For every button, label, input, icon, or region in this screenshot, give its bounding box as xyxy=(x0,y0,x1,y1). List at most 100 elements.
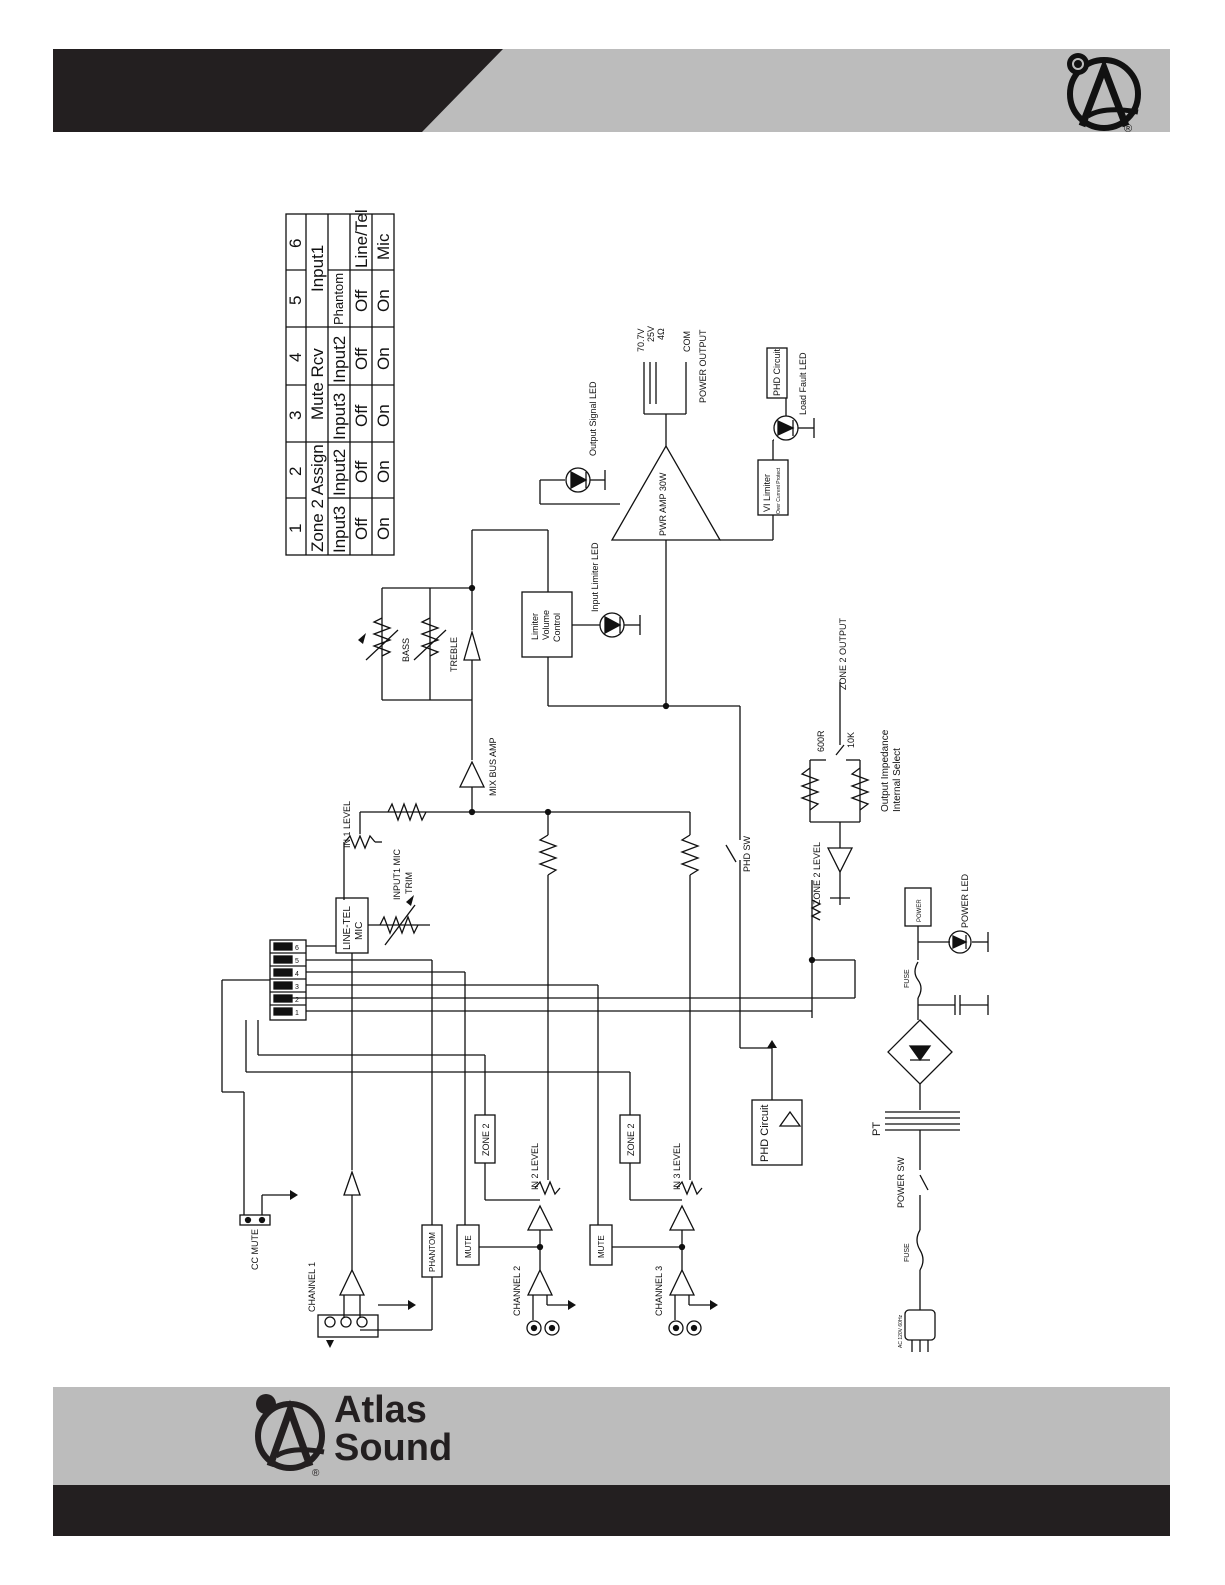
ac-plug-icon xyxy=(904,1309,936,1341)
label-bass: BASS xyxy=(401,638,411,662)
dip-off-1: Off xyxy=(352,517,371,540)
label-zone2-a: ZONE 2 xyxy=(481,1123,491,1156)
dip-fn-3: Input3 xyxy=(330,393,349,440)
dip-on-2: On xyxy=(374,460,393,483)
label-zone2-level: ZONE 2 LEVEL xyxy=(812,842,822,905)
label-mix-bus-amp: MIX BUS AMP xyxy=(488,737,498,796)
brand-name-line1: Atlas xyxy=(334,1389,427,1431)
label-ac: AC 120V 60Hz xyxy=(898,1314,904,1348)
label-limiter-2: Volume xyxy=(541,610,551,640)
dip-num-3: 3 xyxy=(286,411,305,420)
dip-on-3: On xyxy=(374,404,393,427)
footer-band xyxy=(53,1387,1170,1485)
label-in1-level: IN 1 LEVEL xyxy=(342,801,352,848)
dip-on-6: Mic xyxy=(374,233,393,260)
registered-mark-top: ® xyxy=(1124,123,1132,135)
label-10k: 10K xyxy=(846,732,856,748)
label-out-com: COM xyxy=(682,331,692,352)
dip-fn-1: Input3 xyxy=(330,506,349,553)
label-pwr-amp: PWR AMP 30W xyxy=(658,472,668,536)
dip-fn-5: Phantom xyxy=(331,273,346,325)
header-dark-band xyxy=(53,49,503,132)
label-zone2-output: ZONE 2 OUTPUT xyxy=(838,617,848,690)
dip-on-4: On xyxy=(374,347,393,370)
label-output-impedance-2: Internal Select xyxy=(892,748,903,812)
label-treble: TREBLE xyxy=(449,637,459,672)
label-fuse-1: FUSE xyxy=(904,969,911,988)
label-vi-limiter: VI Limiter xyxy=(762,474,772,512)
brand-logo: ® Atlas Sound xyxy=(248,1389,488,1477)
label-phd-sw: PHD SW xyxy=(742,835,752,872)
dip-label-4: 4 xyxy=(295,971,299,978)
dip-off-4: Off xyxy=(352,347,371,370)
dip-off-2: Off xyxy=(352,460,371,483)
label-power-output: POWER OUTPUT xyxy=(698,329,708,403)
cc-mute-connector xyxy=(239,1214,271,1226)
mute-box-b xyxy=(589,1224,613,1266)
dip-label-3: 3 xyxy=(295,984,299,991)
atlas-logo-icon: ® xyxy=(1067,53,1141,135)
label-out-25: 25V xyxy=(646,326,656,342)
label-power-sw: POWER SW xyxy=(896,1156,906,1208)
label-output-impedance-1: Output Impedance xyxy=(880,729,891,812)
dip-num-2: 2 xyxy=(286,467,305,476)
label-limiter-3: Control xyxy=(552,613,562,642)
label-in2-level: IN 2 LEVEL xyxy=(530,1143,540,1190)
dip-label-5: 5 xyxy=(295,958,299,965)
footer-dark-band xyxy=(53,1485,1170,1536)
dip-switch-block xyxy=(269,939,307,1021)
label-limiter-1: Limiter xyxy=(530,613,540,640)
phd-circuit-box xyxy=(751,1099,803,1166)
label-mute-b: MUTE xyxy=(597,1235,606,1258)
label-out-4: 4Ω xyxy=(656,328,666,340)
label-power-led: POWER LED xyxy=(960,873,970,928)
phd-circuit-top-box xyxy=(766,347,788,399)
label-load-fault-led: Load Fault LED xyxy=(798,352,808,415)
label-pt: PT xyxy=(871,1122,883,1136)
label-line-tel: LINE-TEL xyxy=(342,906,353,950)
label-zone2-b: ZONE 2 xyxy=(626,1123,636,1156)
channel1-connector xyxy=(317,1314,379,1338)
dip-num-6: 6 xyxy=(286,239,305,248)
label-output-signal-led: Output Signal LED xyxy=(588,381,598,456)
label-channel2: CHANNEL 2 xyxy=(512,1266,522,1316)
dip-label-6: 6 xyxy=(295,945,299,952)
label-mic-trim-1: INPUT1 MIC xyxy=(392,848,402,900)
label-mic: MIC xyxy=(354,922,365,940)
dip-switch-table xyxy=(285,213,395,556)
dip-num-4: 4 xyxy=(286,353,305,362)
label-phantom: PHANTOM xyxy=(428,1232,437,1272)
dip-num-1: 1 xyxy=(286,524,305,533)
dip-on-5: On xyxy=(374,289,393,312)
label-mic-trim-2: TRIM xyxy=(404,872,414,894)
dip-fn-2: Input2 xyxy=(330,449,349,496)
dip-label-1: 1 xyxy=(295,1010,299,1017)
registered-mark: ® xyxy=(312,1468,320,1477)
brand-mark-icon: ® xyxy=(255,1394,325,1477)
block-diagram: 1 2 3 4 5 6 Zone 2 Assign Mute Rcv Input… xyxy=(221,209,989,1352)
dip-group-input1: Input1 xyxy=(308,245,327,292)
mute-box-a xyxy=(456,1224,480,1266)
label-600r: 600R xyxy=(816,730,826,752)
dip-label-2: 2 xyxy=(295,997,299,1004)
label-in3-level: IN 3 LEVEL xyxy=(672,1143,682,1190)
dip-off-6: Line/Tel xyxy=(352,209,371,268)
dip-fn-4: Input2 xyxy=(330,336,349,383)
label-power: POWER xyxy=(917,899,923,922)
label-phd-circuit: PHD Circuit xyxy=(759,1105,771,1162)
label-cc-mute: CC MUTE xyxy=(250,1229,260,1270)
label-mute-a: MUTE xyxy=(464,1235,473,1258)
dip-num-5: 5 xyxy=(286,296,305,305)
dip-on-1: On xyxy=(374,517,393,540)
label-out-70: 70.7V xyxy=(636,328,646,352)
dip-off-5: Off xyxy=(352,289,371,312)
brand-name-line2: Sound xyxy=(334,1427,453,1469)
label-input-limiter-led: Input Limiter LED xyxy=(590,542,600,612)
label-channel3: CHANNEL 3 xyxy=(654,1266,664,1316)
label-vi-limiter-sub: Over Current Protect xyxy=(776,467,782,514)
arrow-markers xyxy=(290,633,777,1348)
label-phd-circuit-top: PHD Circuit xyxy=(772,348,782,396)
dip-group-mute: Mute Rcv xyxy=(308,348,327,420)
dip-group-zone2: Zone 2 Assign xyxy=(308,444,327,552)
label-channel1: CHANNEL 1 xyxy=(307,1262,317,1312)
